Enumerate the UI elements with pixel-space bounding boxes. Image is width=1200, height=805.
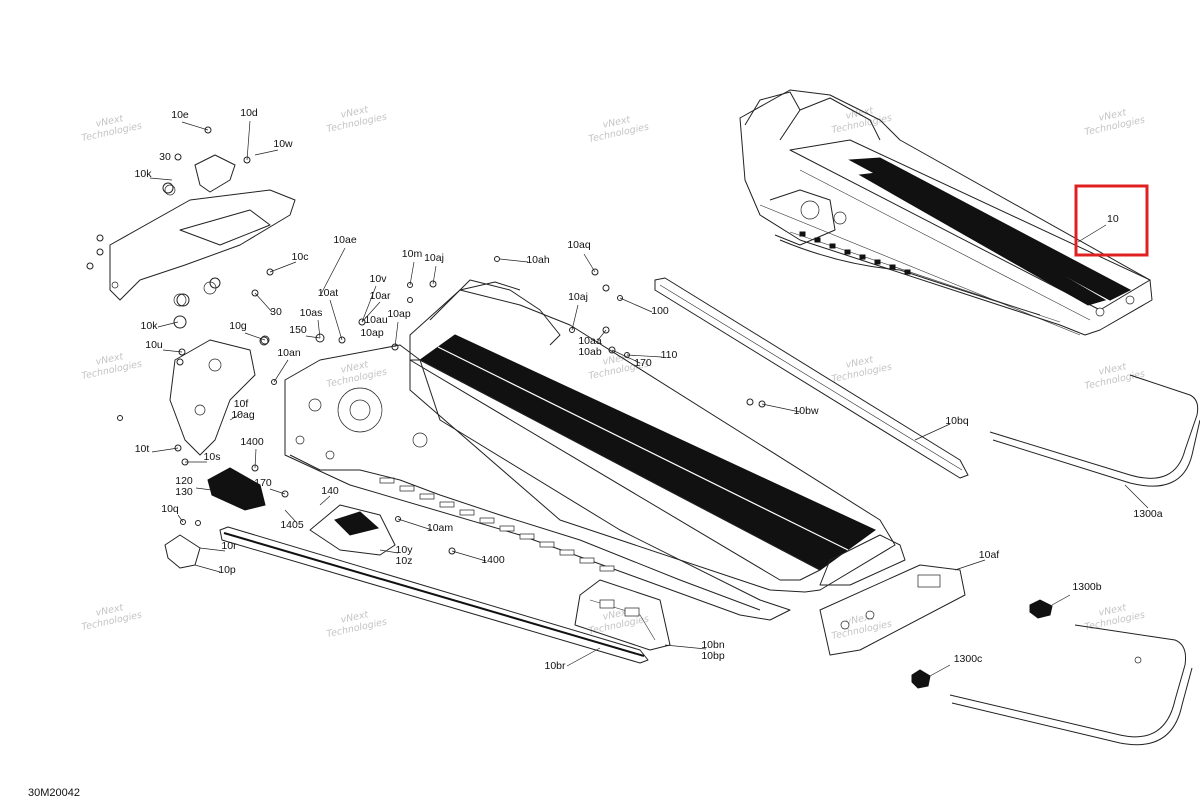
footrest-10bn[interactable] (574, 579, 671, 651)
callout-label-10f[interactable]: 10f (234, 398, 249, 410)
callout-label-1300a[interactable]: 1300a (1133, 508, 1162, 520)
rear-panel-10af[interactable] (819, 564, 966, 656)
callout-label-10ap[interactable]: 10ap (387, 308, 411, 320)
callout-label-10ar[interactable]: 10ar (369, 290, 391, 302)
highlight-label: 10 (1107, 213, 1119, 225)
callout-label-1405[interactable]: 1405 (280, 519, 304, 531)
callout-label-1400[interactable]: 1400 (240, 436, 264, 448)
callout-label-10bp[interactable]: 10bp (701, 650, 725, 662)
callout-label-10at[interactable]: 10at (318, 287, 339, 299)
callout-label-170[interactable]: 170 (634, 357, 652, 369)
callout-label-10m[interactable]: 10m (402, 248, 423, 260)
callout-label-10bw[interactable]: 10bw (793, 405, 819, 417)
callout-label-10w[interactable]: 10w (273, 138, 293, 150)
tunnel-side-panel[interactable] (284, 344, 791, 621)
callout-label-10t[interactable]: 10t (135, 443, 150, 455)
callout-label-10u[interactable]: 10u (145, 339, 163, 351)
drawing-reference: 30M20042 (28, 787, 80, 799)
callout-label-10k[interactable]: 10k (141, 320, 159, 332)
callout-label-10ah[interactable]: 10ah (526, 254, 550, 266)
lower-bumper-1300[interactable] (949, 624, 1193, 746)
callout-label-10aj[interactable]: 10aj (568, 291, 588, 303)
callout-label-10bn[interactable]: 10bn (701, 639, 725, 651)
callout-label-10z[interactable]: 10z (396, 555, 413, 567)
side-rail-10bq[interactable] (654, 277, 969, 479)
tunnel-assembly-10[interactable] (739, 89, 1153, 336)
rear-bumper-1300a[interactable] (989, 374, 1200, 509)
running-board-10br[interactable] (219, 526, 649, 664)
callout-label-10ab[interactable]: 10ab (578, 346, 602, 358)
callout-label-130[interactable]: 130 (175, 486, 193, 498)
callout-label-10v[interactable]: 10v (370, 273, 388, 285)
callout-label-1400[interactable]: 1400 (481, 554, 505, 566)
callout-label-10aa[interactable]: 10aa (578, 335, 602, 347)
callout-label-120[interactable]: 120 (175, 475, 193, 487)
guard-140[interactable] (309, 504, 396, 556)
callout-label-10k[interactable]: 10k (135, 168, 153, 180)
callout-label-10c[interactable]: 10c (292, 251, 309, 263)
tunnel-main-panel[interactable] (409, 279, 906, 593)
callout-label-10y[interactable]: 10y (396, 544, 414, 556)
callout-label-10bq[interactable]: 10bq (945, 415, 969, 427)
bracket-10p[interactable] (164, 534, 201, 569)
callout-label-100[interactable]: 100 (651, 305, 669, 317)
callout-label-30[interactable]: 30 (270, 306, 282, 318)
callout-label-10ae[interactable]: 10ae (333, 234, 357, 246)
callout-label-10d[interactable]: 10d (240, 107, 258, 119)
callout-label-110[interactable]: 110 (661, 349, 678, 361)
highlight-box[interactable] (1074, 184, 1149, 257)
callout-label-10g[interactable]: 10g (229, 320, 247, 332)
callout-label-10aj[interactable]: 10aj (424, 252, 444, 264)
callout-label-10aq[interactable]: 10aq (567, 239, 591, 251)
callout-label-10br[interactable]: 10br (544, 660, 566, 672)
front-cover-plate[interactable] (109, 184, 296, 307)
callout-label-140[interactable]: 140 (321, 485, 339, 497)
callout-label-1300c[interactable]: 1300c (954, 653, 983, 665)
bracket-1300c[interactable] (911, 664, 951, 689)
callout-label-30[interactable]: 30 (159, 151, 171, 163)
callout-label-150[interactable]: 150 (289, 324, 307, 336)
step-plate-120[interactable] (207, 467, 266, 511)
callout-label-10an[interactable]: 10an (277, 347, 301, 359)
bracket-10d[interactable] (194, 154, 236, 193)
slot-row (379, 477, 615, 572)
callout-label-10au[interactable]: 10au (364, 314, 388, 326)
callout-label-10am[interactable]: 10am (427, 522, 454, 534)
leader-lines (149, 120, 986, 667)
callout-label-10as[interactable]: 10as (300, 307, 323, 319)
bracket-1300b[interactable] (1029, 594, 1071, 619)
callout-label-170[interactable]: 170 (254, 477, 272, 489)
callout-label-10p[interactable]: 10p (218, 564, 236, 576)
callout-label-10ag[interactable]: 10ag (231, 409, 255, 421)
callout-label-10af[interactable]: 10af (979, 549, 1000, 561)
callout-label-10ap[interactable]: 10ap (360, 327, 384, 339)
side-bracket-10g[interactable] (169, 339, 256, 456)
hardware-fasteners[interactable] (86, 126, 766, 555)
callout-label-10r[interactable]: 10r (221, 540, 237, 552)
tunnel-cleats (799, 231, 911, 275)
callout-label-10q[interactable]: 10q (161, 503, 179, 515)
callout-label-10s[interactable]: 10s (204, 451, 221, 463)
callout-label-1300b[interactable]: 1300b (1072, 581, 1101, 593)
callout-label-10e[interactable]: 10e (171, 109, 189, 121)
